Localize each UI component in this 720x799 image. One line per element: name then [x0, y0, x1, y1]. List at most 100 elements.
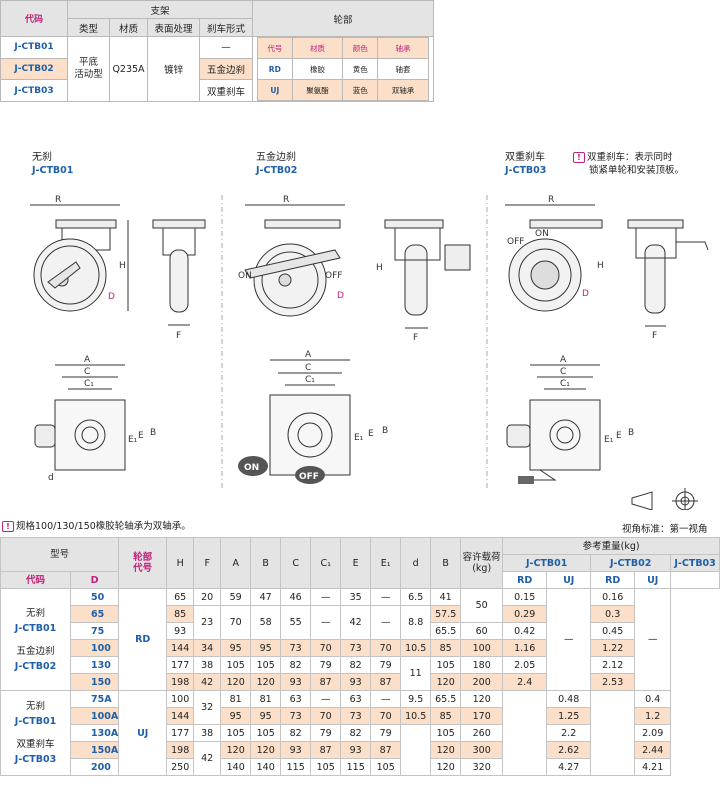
value-cell: 85: [430, 707, 462, 725]
col-C: C: [280, 537, 312, 589]
value-cell: 47: [250, 588, 282, 606]
weight-code-2: J-CTB02: [590, 554, 672, 572]
w-sub-RD: RD: [502, 571, 548, 589]
value-cell: 120: [220, 673, 252, 691]
value-cell: 250: [166, 758, 195, 776]
value-cell: 1.16: [502, 639, 548, 657]
col-F: F: [193, 537, 222, 589]
wheel-th: 材质: [291, 37, 344, 59]
drawing-1-top-view: A C C₁ E₁ E B d: [34, 355, 156, 483]
value-cell: 300: [460, 741, 504, 759]
drawing-2-top-view: ON OFF A C C₁ E₁ E B: [238, 350, 388, 484]
value-cell: 87: [370, 673, 402, 691]
value-cell: 70: [220, 605, 252, 640]
surface-header: 表面处理: [147, 18, 200, 37]
value-cell: 177: [166, 724, 195, 742]
series-code: J-CTB03: [14, 754, 57, 765]
dim-OFF: OFF: [325, 271, 342, 281]
value-cell: 0.48: [546, 690, 592, 708]
col-B: B: [250, 537, 282, 589]
value-cell: 35: [340, 588, 372, 606]
value-cell: 2.62: [546, 741, 592, 759]
value-cell: 63: [340, 690, 372, 708]
value-cell: 2.44: [634, 741, 672, 759]
value-cell: 73: [340, 639, 372, 657]
dim-R-3: R: [548, 195, 554, 205]
value-cell: 55: [280, 605, 312, 640]
value-cell: 0.16: [590, 588, 636, 606]
value-cell: 93: [280, 741, 312, 759]
drawing-3-side-view: R OFF ON D H: [505, 195, 604, 312]
value-cell: 120: [460, 690, 504, 708]
code-cell: J-CTB01: [0, 36, 68, 59]
value-cell: 38: [193, 724, 222, 742]
value-cell: 93: [340, 673, 372, 691]
value-cell: 95: [220, 639, 252, 657]
value-cell: 82: [340, 724, 372, 742]
value-cell: —: [370, 588, 402, 606]
value-cell: 120: [430, 741, 462, 759]
value-cell: [502, 690, 548, 776]
drawing-3-top-view: A C C₁ E₁ E B: [506, 355, 634, 484]
D-subheader: D: [69, 571, 120, 589]
wheel-td: 蓝色: [342, 79, 379, 101]
value-cell: 105: [220, 656, 252, 674]
value-cell: 70: [370, 639, 402, 657]
wheel-td: 聚氨酯: [291, 79, 344, 101]
dim-C1-2: C₁: [305, 375, 315, 385]
value-cell: 95: [250, 707, 282, 725]
value-cell: 70: [310, 707, 342, 725]
value-cell: 23: [193, 605, 222, 640]
dim-E1: E₁: [128, 435, 138, 445]
dim-E1-3: E₁: [604, 435, 614, 445]
value-cell: 10.5: [400, 639, 432, 657]
dim-C1: C₁: [84, 379, 94, 389]
col-E: E: [340, 537, 372, 589]
value-cell: 0.29: [502, 605, 548, 623]
dim-E: E: [138, 431, 144, 441]
value-cell: —: [310, 588, 342, 606]
diameter-cell: 150A: [69, 741, 120, 759]
drawing-2-label: 五金边刹 J-CTB02: [256, 151, 297, 177]
value-cell: 41: [430, 588, 462, 606]
value-cell: 32: [193, 690, 222, 725]
dim-A-2: A: [305, 350, 312, 360]
dim-OFF-3: OFF: [507, 237, 524, 247]
dim-B-3: B: [628, 428, 634, 438]
dim-R-2: R: [283, 195, 289, 205]
value-cell: 58: [250, 605, 282, 640]
bracket-spec-table: 代码 支架 轮部 类型 材质 表面处理 刹车形式 J-CTB01 平底 活动型 …: [0, 0, 434, 102]
value-cell: 170: [460, 707, 504, 725]
drawing-2-side-view: ON OFF R D: [238, 195, 345, 317]
dim-D: D: [108, 292, 115, 302]
dim-R: R: [55, 195, 61, 205]
value-cell: 2.05: [502, 656, 548, 674]
value-cell: 70: [370, 707, 402, 725]
material-cell: Q235A: [109, 36, 148, 102]
wheel-header: 轮部: [252, 0, 434, 37]
value-cell: 144: [166, 707, 195, 725]
drawing-3-title: 双重刹车: [505, 152, 545, 163]
dim-H-3: H: [597, 261, 604, 271]
surface-cell: 镀锌: [147, 36, 200, 102]
code-cell: J-CTB02: [0, 57, 68, 81]
value-cell: 81: [220, 690, 252, 708]
weight-code-3: J-CTB03: [670, 554, 720, 572]
diameter-cell: 75: [69, 622, 120, 640]
value-cell: 2.2: [546, 724, 592, 742]
value-cell: 1.25: [546, 707, 592, 725]
value-cell: 95: [220, 707, 252, 725]
value-cell: 65: [166, 588, 195, 606]
wheel-td: 轴套: [377, 58, 429, 80]
value-cell: 2.12: [590, 656, 636, 674]
value-cell: 34: [193, 639, 222, 657]
value-cell: 4.27: [546, 758, 592, 776]
col-d: d: [400, 537, 432, 589]
value-cell: 65.5: [430, 622, 462, 640]
value-cell: 79: [310, 724, 342, 742]
